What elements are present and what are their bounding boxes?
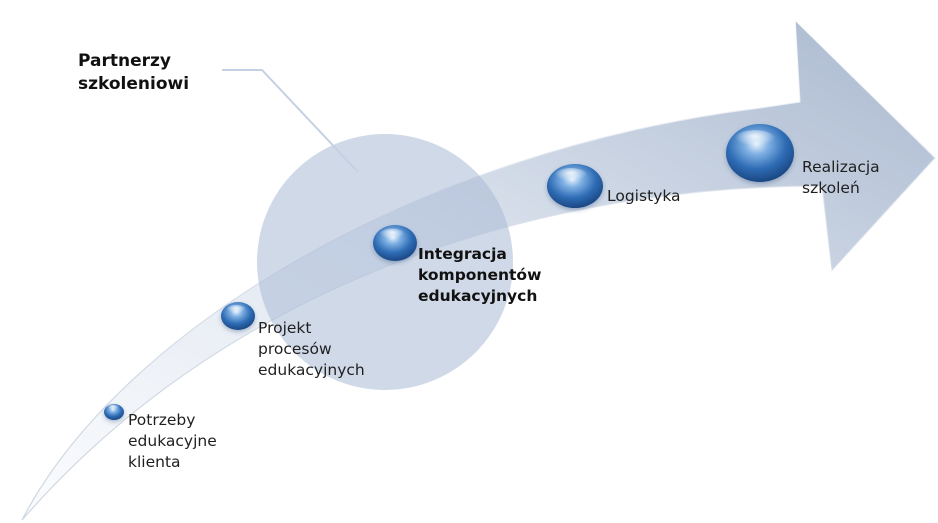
step-4-line-1: Logistyka	[607, 187, 681, 205]
partner-circle	[257, 134, 513, 390]
step-bubble-1	[104, 404, 124, 420]
step-label-training-delivery: Realizacja szkoleń	[802, 157, 880, 199]
step-2-line-3: edukacyjnych	[258, 361, 365, 379]
partner-label-line-1: Partnerzy	[78, 51, 171, 71]
step-3-line-3: edukacyjnych	[418, 287, 538, 305]
step-2-line-1: Projekt	[258, 319, 312, 337]
step-3-line-1: Integracja	[418, 245, 507, 263]
step-bubble-3	[373, 225, 417, 261]
step-label-process-design: Projekt procesów edukacyjnych	[258, 318, 365, 381]
step-5-line-1: Realizacja	[802, 158, 880, 176]
step-2-line-2: procesów	[258, 340, 332, 358]
step-5-line-2: szkoleń	[802, 179, 860, 197]
step-bubble-4	[547, 164, 603, 208]
partner-group-label: Partnerzy szkoleniowi	[78, 50, 189, 96]
step-label-logistics: Logistyka	[607, 186, 681, 207]
step-bubble-2	[221, 302, 255, 330]
step-1-line-1: Potrzeby	[128, 411, 196, 429]
step-1-line-3: klienta	[128, 453, 181, 471]
step-3-line-2: komponentów	[418, 266, 542, 284]
partner-label-line-2: szkoleniowi	[78, 74, 190, 94]
partner-connector-line	[222, 69, 359, 173]
step-bubble-5	[726, 124, 794, 182]
step-1-line-2: edukacyjne	[128, 432, 217, 450]
step-label-client-needs: Potrzeby edukacyjne klienta	[128, 410, 217, 473]
step-label-integration: Integracja komponentów edukacyjnych	[418, 244, 541, 307]
